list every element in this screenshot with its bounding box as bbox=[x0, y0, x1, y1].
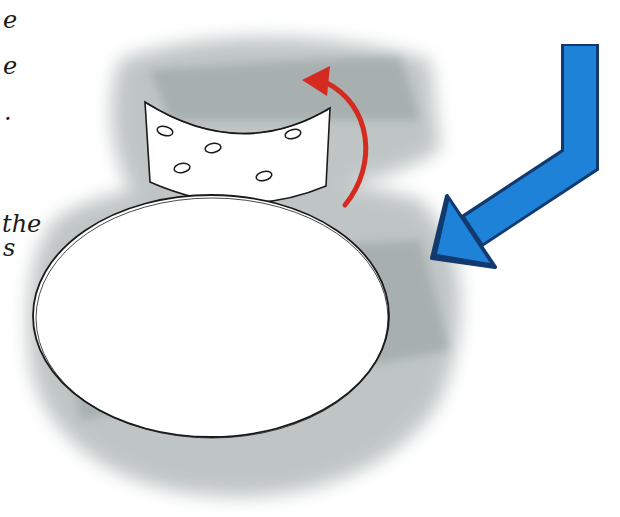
direction-arrow-outline bbox=[472, 44, 580, 231]
plate-sketch-line bbox=[147, 104, 328, 134]
plate-holes bbox=[156, 125, 302, 183]
perforated-plate bbox=[145, 102, 330, 203]
direction-arrow bbox=[474, 46, 580, 230]
handwritten-note: . bbox=[4, 100, 12, 124]
handwritten-note: s bbox=[3, 236, 15, 260]
handwritten-note: e bbox=[3, 54, 17, 78]
base-disc-sketch-line bbox=[36, 198, 388, 438]
grey-wash bbox=[28, 38, 460, 497]
direction-arrowhead bbox=[437, 201, 490, 263]
handwritten-note: the bbox=[2, 212, 41, 236]
rotation-arrowhead bbox=[302, 66, 330, 96]
rotation-arrow bbox=[325, 82, 366, 205]
handwritten-note: e bbox=[3, 8, 17, 32]
base-disc bbox=[33, 195, 389, 437]
